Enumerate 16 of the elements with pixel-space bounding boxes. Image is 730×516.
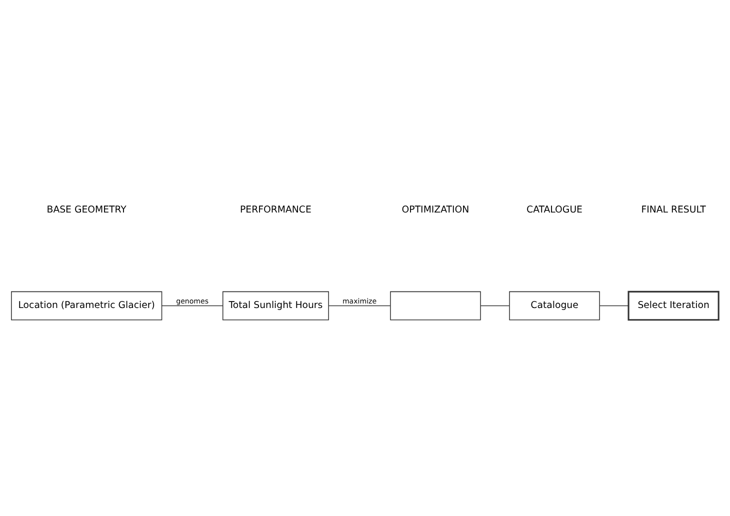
connector [599,305,629,306]
node-box: Catalogue [509,291,600,320]
label: FINAL RESULT [641,204,706,216]
connector [480,305,510,306]
node-box [390,291,481,320]
node-box: Select Iteration [628,290,720,321]
label: CATALOGUE [526,204,582,216]
connector [328,305,391,306]
node-box: Total Sunlight Hours [222,291,329,320]
label: OPTIMIZATION [402,204,470,216]
connector [161,305,223,306]
edge-label: genomes [176,296,209,306]
edge-label: maximize [342,296,377,306]
label: BASE GEOMETRY [46,204,126,216]
node-box: Location (Parametric Glacier) [11,291,162,320]
label: PERFORMANCE [240,204,312,216]
